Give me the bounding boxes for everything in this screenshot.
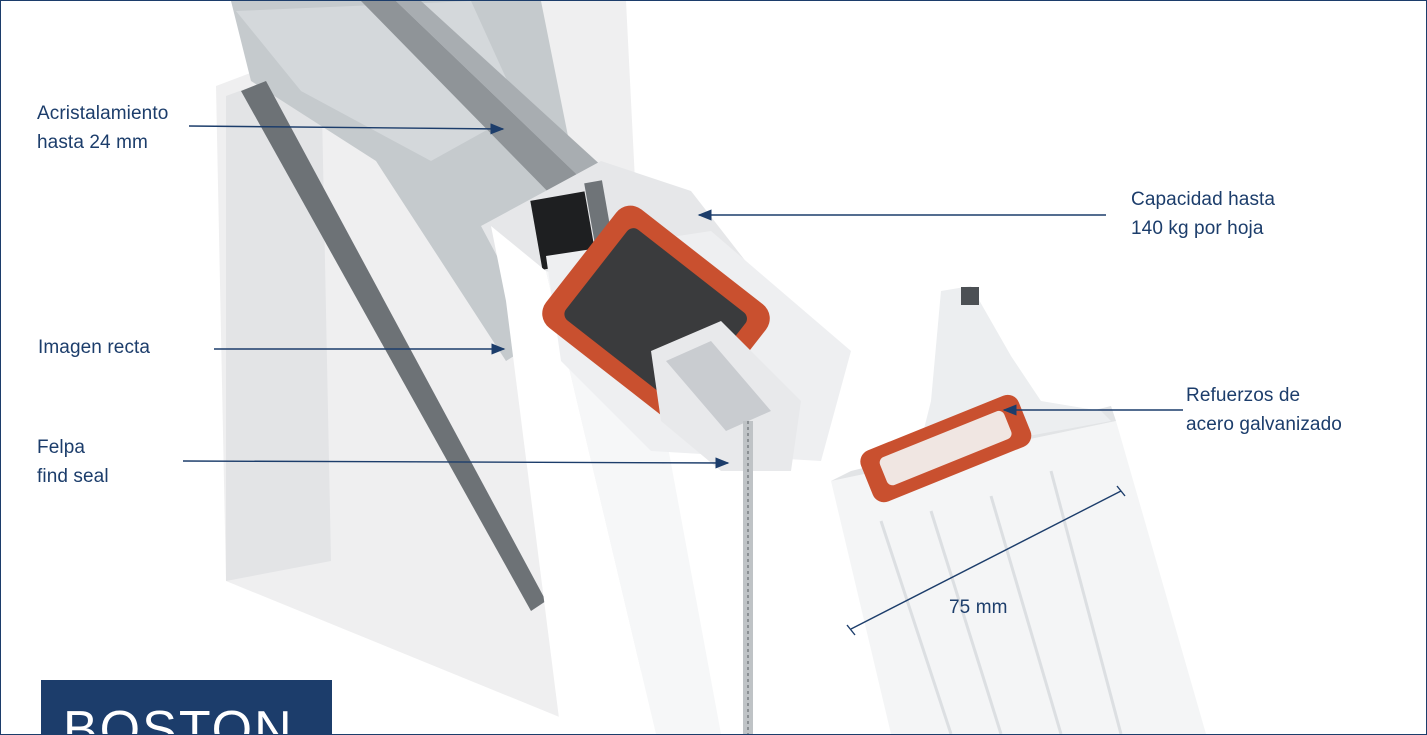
brand-badge: BOSTON: [41, 680, 332, 735]
brush-seal-label-line1: Felpa: [37, 437, 86, 458]
brand-name: BOSTON: [63, 701, 294, 735]
depth-tick-start: [846, 624, 856, 636]
reinforcement-label: Refuerzos de acero galvanizado: [1186, 381, 1342, 439]
frame-upright: [921, 286, 1111, 441]
glass-edge-dark: [241, 81, 546, 611]
frame-reinforcement-core: [879, 410, 1012, 486]
reinforcement-label-line1: Refuerzos de: [1186, 385, 1301, 406]
glazing-label: Acristalamiento hasta 24 mm: [37, 99, 168, 157]
depth-dimension-line: [850, 490, 1122, 630]
sash-front-face: [491, 226, 656, 734]
capacity-label-line1: Capacidad hasta: [1131, 189, 1276, 210]
frame-gasket: [961, 287, 979, 305]
capacity-label: Capacidad hasta 140 kg por hoja: [1131, 185, 1275, 243]
brush-seal-label-line2: find seal: [37, 466, 109, 487]
glazing-label-line1: Acristalamiento: [37, 103, 169, 124]
frame-groove-4: [1049, 470, 1123, 734]
capacity-label-line2: 140 kg por hoja: [1131, 218, 1264, 239]
reinforcement-label-line2: acero galvanizado: [1186, 414, 1342, 435]
interlock-cavity: [666, 341, 771, 431]
glazing-label-line2: hasta 24 mm: [37, 132, 148, 153]
brush-leader-line: [182, 457, 730, 469]
glazing-gasket: [530, 191, 597, 270]
brush-seal-label: Felpa find seal: [37, 433, 109, 491]
glazing-leader-line: [188, 123, 505, 135]
frame-front-face: [781, 471, 891, 734]
frame-groove-1: [879, 520, 953, 734]
frame-groove-2: [929, 510, 1003, 734]
depth-label: 75 mm: [949, 597, 1008, 618]
depth-tick-end: [1116, 485, 1126, 497]
frame-groove-3: [989, 495, 1063, 734]
straight-image-label: Imagen recta: [38, 337, 151, 358]
